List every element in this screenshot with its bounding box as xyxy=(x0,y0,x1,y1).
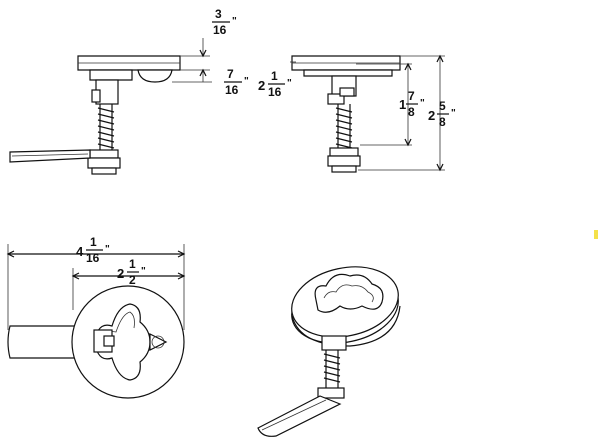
svg-text:16: 16 xyxy=(268,85,282,99)
svg-text:16: 16 xyxy=(213,23,227,37)
dim-overall-length: 4 1 16 " xyxy=(76,235,110,265)
svg-text:": " xyxy=(141,266,146,277)
dim-flange-thickness: 3 16 " xyxy=(212,7,237,37)
svg-text:7: 7 xyxy=(227,67,234,81)
svg-text:1: 1 xyxy=(90,235,97,249)
svg-text:2: 2 xyxy=(117,266,124,281)
svg-text:1: 1 xyxy=(271,69,278,83)
isometric-view xyxy=(257,266,401,437)
spring-left xyxy=(97,104,115,150)
svg-text:": " xyxy=(232,16,237,27)
front-view-right xyxy=(290,54,445,173)
svg-text:2: 2 xyxy=(428,108,435,123)
dim-handle-offset: 7 16 " xyxy=(224,67,249,97)
svg-text:": " xyxy=(244,76,249,87)
svg-text:8: 8 xyxy=(408,105,415,119)
dim-flange-diameter: 2 1 2 " xyxy=(117,257,146,287)
dim-body-length: 1 7 8 " xyxy=(399,89,425,119)
svg-text:16: 16 xyxy=(86,251,100,265)
side-view-left xyxy=(9,38,212,175)
svg-text:1: 1 xyxy=(399,97,406,112)
svg-text:": " xyxy=(105,244,110,255)
svg-text:3: 3 xyxy=(215,7,222,21)
top-view-left xyxy=(6,244,186,399)
svg-text:": " xyxy=(420,98,425,109)
svg-text:": " xyxy=(451,108,456,119)
svg-text:": " xyxy=(287,78,292,89)
svg-text:7: 7 xyxy=(408,89,415,103)
svg-text:8: 8 xyxy=(439,115,446,129)
svg-text:16: 16 xyxy=(225,83,239,97)
spring-iso xyxy=(323,350,341,388)
spring-right xyxy=(335,104,353,149)
svg-text:4: 4 xyxy=(76,244,84,259)
svg-text:5: 5 xyxy=(439,99,446,113)
dim-overall-height: 2 5 8 " xyxy=(428,99,456,129)
highlight-marker xyxy=(594,230,598,239)
dim-flange-offset: 2 1 16 " xyxy=(258,69,292,99)
svg-text:1: 1 xyxy=(129,257,136,271)
svg-text:2: 2 xyxy=(258,78,265,93)
svg-text:2: 2 xyxy=(129,273,136,287)
